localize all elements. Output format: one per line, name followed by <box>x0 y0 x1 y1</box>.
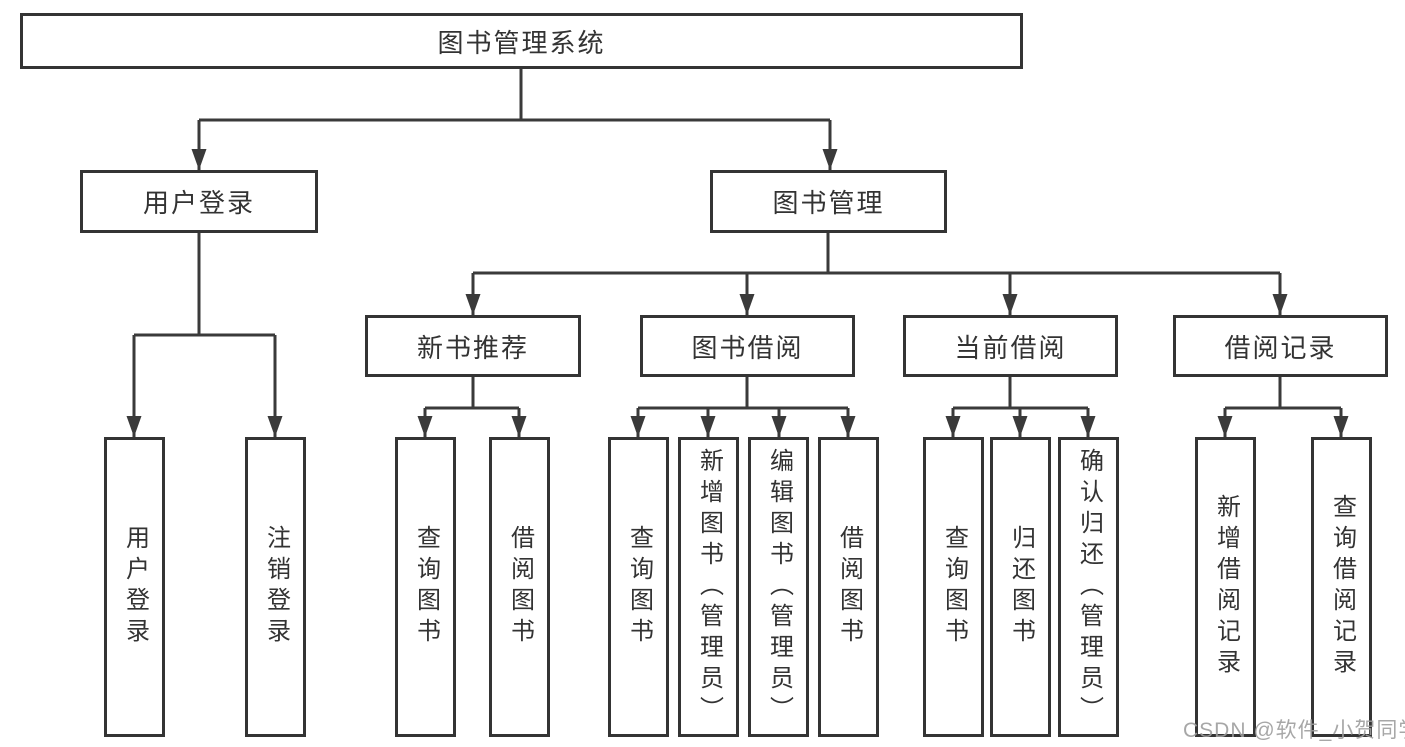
node-new-book-recommendation: 新书推荐 <box>365 315 581 377</box>
node-current-borrowing: 当前借阅 <box>903 315 1118 377</box>
leaf-query-borrow-record-label: 查询借阅记录 <box>1328 494 1356 680</box>
leaf-confirm-return-admin: 确认归还（管理员） <box>1058 437 1119 737</box>
leaf-borrow-books-recommend-label: 借阅图书 <box>506 525 534 649</box>
leaf-logout: 注销登录 <box>245 437 306 737</box>
leaf-query-books-current-label: 查询图书 <box>940 525 968 649</box>
node-book-management: 图书管理 <box>710 170 947 233</box>
leaf-borrow-books-borrowing-label: 借阅图书 <box>835 525 863 649</box>
leaf-borrow-books-borrowing: 借阅图书 <box>818 437 879 737</box>
leaf-query-books-borrowing-label: 查询图书 <box>625 525 653 649</box>
leaf-query-books-current: 查询图书 <box>923 437 984 737</box>
node-library-management-system: 图书管理系统 <box>20 13 1023 69</box>
leaf-user-login-label: 用户登录 <box>121 525 149 649</box>
node-borrowing-records: 借阅记录 <box>1173 315 1388 377</box>
leaf-add-book-admin-label: 新增图书（管理员） <box>695 447 723 727</box>
leaf-query-borrow-record: 查询借阅记录 <box>1311 437 1372 737</box>
leaf-logout-label: 注销登录 <box>262 525 290 649</box>
leaf-confirm-return-admin-label: 确认归还（管理员） <box>1075 447 1103 727</box>
leaf-return-book: 归还图书 <box>990 437 1051 737</box>
csdn-watermark: CSDN @软件_小贺同学 <box>1183 719 1405 742</box>
leaf-add-borrow-record: 新增借阅记录 <box>1195 437 1256 737</box>
leaf-user-login: 用户登录 <box>104 437 165 737</box>
leaf-query-books-recommend: 查询图书 <box>395 437 456 737</box>
node-user-login: 用户登录 <box>80 170 318 233</box>
arrowheads <box>126 149 1349 437</box>
node-book-borrowing: 图书借阅 <box>640 315 855 377</box>
leaf-query-books-recommend-label: 查询图书 <box>412 525 440 649</box>
leaf-borrow-books-recommend: 借阅图书 <box>489 437 550 737</box>
leaf-return-book-label: 归还图书 <box>1007 525 1035 649</box>
leaf-add-book-admin: 新增图书（管理员） <box>678 437 739 737</box>
leaf-edit-book-admin-label: 编辑图书（管理员） <box>765 447 793 727</box>
leaf-edit-book-admin: 编辑图书（管理员） <box>748 437 809 737</box>
leaf-add-borrow-record-label: 新增借阅记录 <box>1212 494 1240 680</box>
leaf-query-books-borrowing: 查询图书 <box>608 437 669 737</box>
